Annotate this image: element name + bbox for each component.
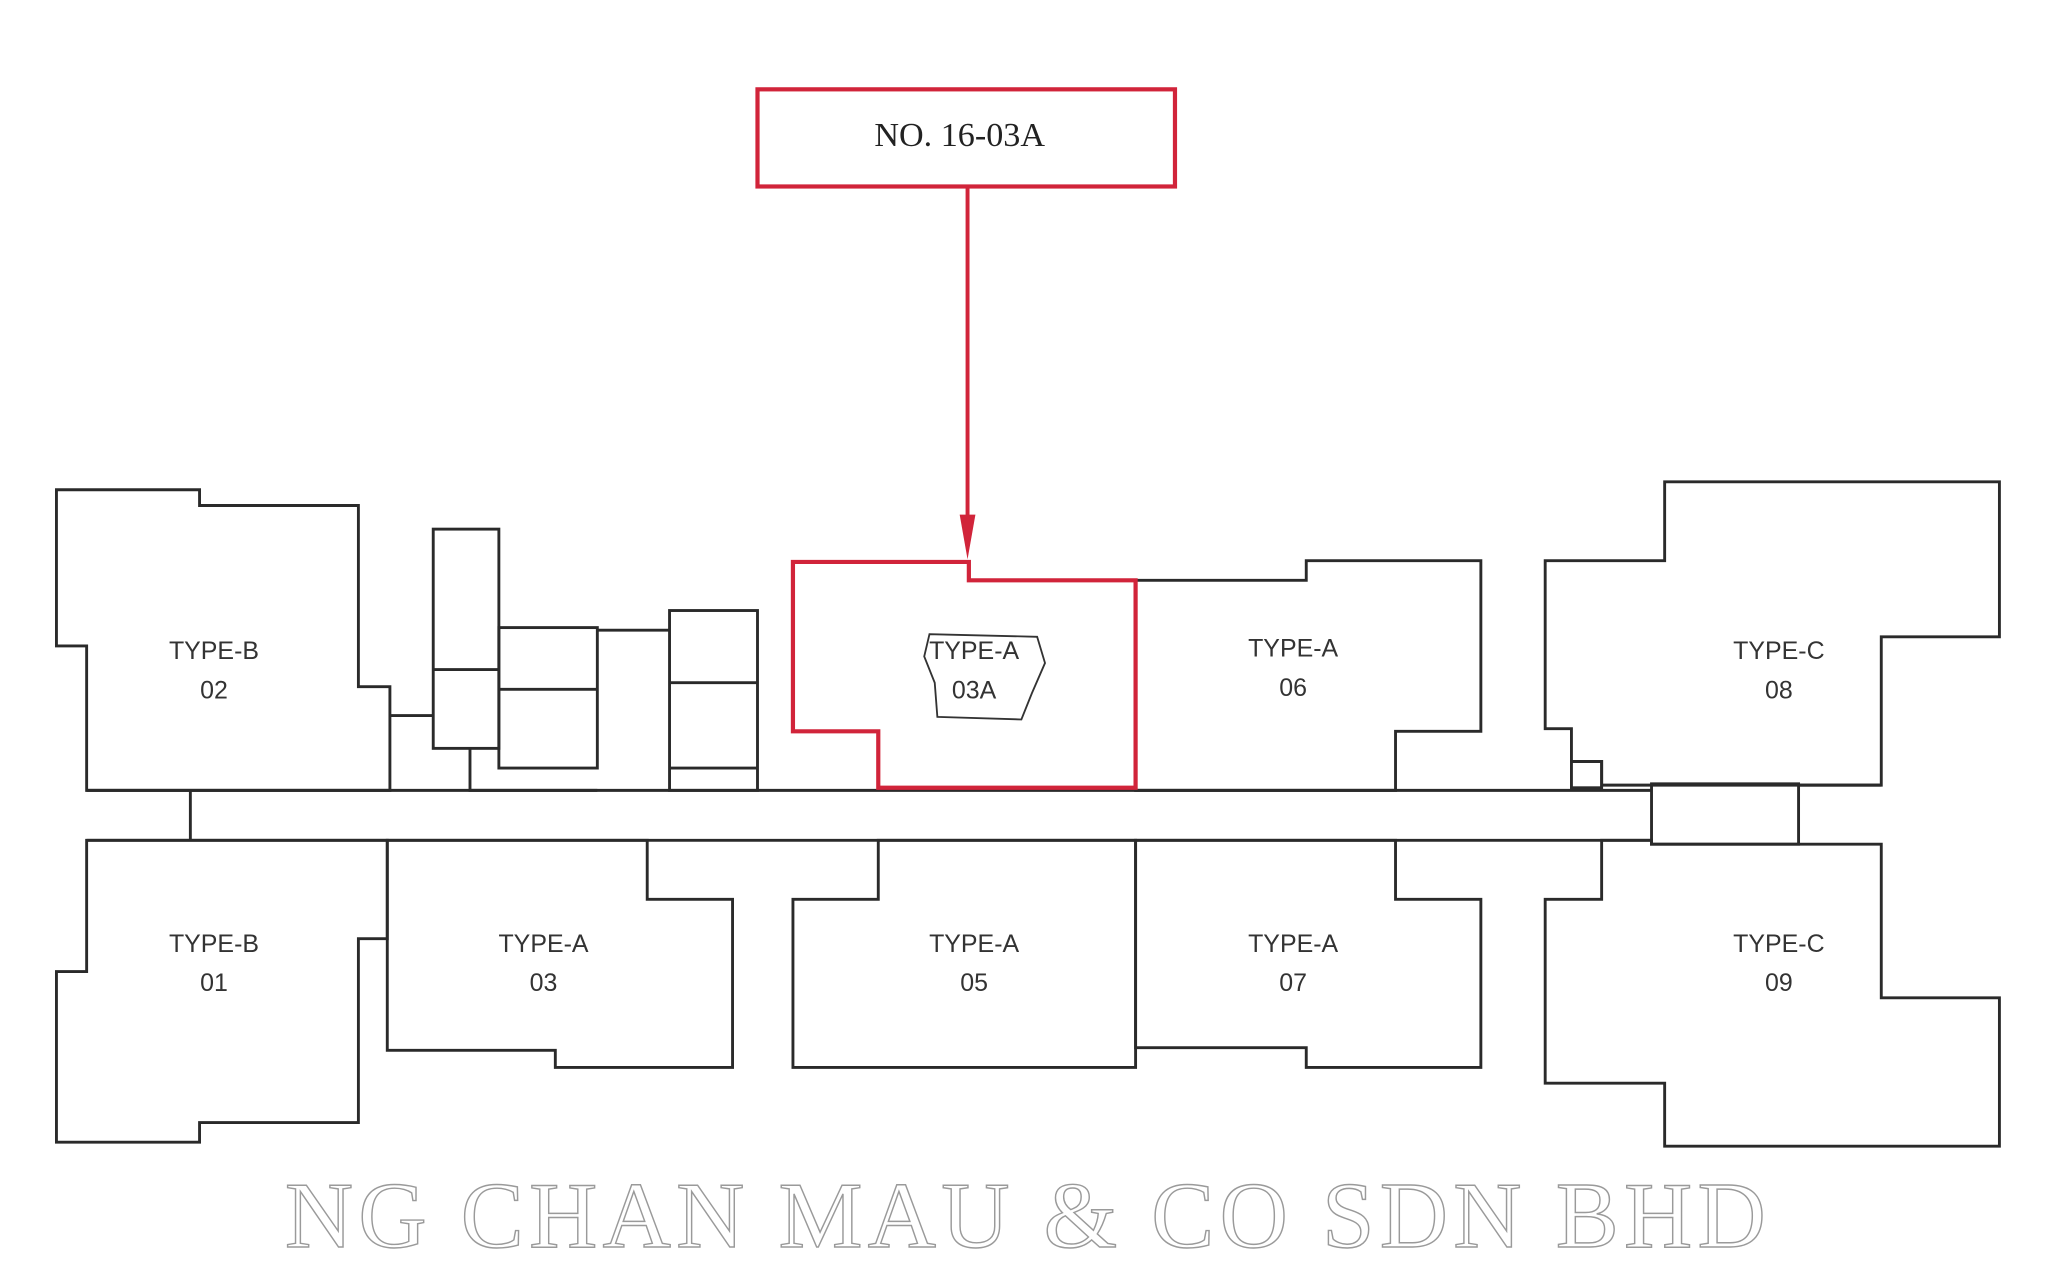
unit-03a-scribble — [923, 633, 1046, 721]
unit-01-number: 01 — [200, 969, 228, 997]
unit-09-number: 09 — [1765, 969, 1793, 997]
unit-05-type: TYPE-A — [929, 930, 1019, 958]
unit-09-type: TYPE-C — [1733, 930, 1824, 958]
unit-01-type: TYPE-B — [169, 930, 259, 958]
unit-08-outline[interactable] — [1543, 480, 2001, 787]
unit-08-type: TYPE-C — [1733, 637, 1824, 665]
unit-09-outline[interactable] — [1543, 838, 2001, 1148]
corridor — [86, 782, 1882, 846]
unit-07-outline[interactable] — [1134, 838, 1483, 1069]
unit-02-number: 02 — [200, 676, 228, 704]
unit-03a-type: TYPE-A — [929, 637, 1019, 665]
unit-02-outline[interactable] — [55, 488, 392, 792]
unit-03a-number: 03A — [952, 676, 997, 704]
callout-box — [755, 87, 1178, 189]
watermark: NG CHAN MAU & CO SDN BHD — [285, 1164, 1771, 1268]
unit-05-number: 05 — [960, 969, 988, 997]
unit-08-number: 08 — [1765, 676, 1793, 704]
unit-06-number: 06 — [1279, 674, 1307, 702]
unit-03-type: TYPE-A — [498, 930, 588, 958]
callout-label: NO. 16-03A — [874, 117, 1045, 154]
unit-07-type: TYPE-A — [1248, 930, 1338, 958]
unit-08-niche — [1570, 760, 1604, 790]
unit-02-type: TYPE-B — [169, 637, 259, 665]
service-core — [389, 527, 759, 792]
unit-03-outline[interactable] — [385, 838, 734, 1069]
unit-07-number: 07 — [1279, 969, 1307, 997]
unit-06-type: TYPE-A — [1248, 634, 1338, 662]
highlighted-unit-03a[interactable] — [790, 559, 1138, 790]
callout: NO. 16-03A — [755, 87, 1178, 560]
arrow-head-icon — [959, 514, 976, 560]
unit-06-outline[interactable] — [1134, 559, 1483, 792]
unit-03-number: 03 — [530, 969, 558, 997]
